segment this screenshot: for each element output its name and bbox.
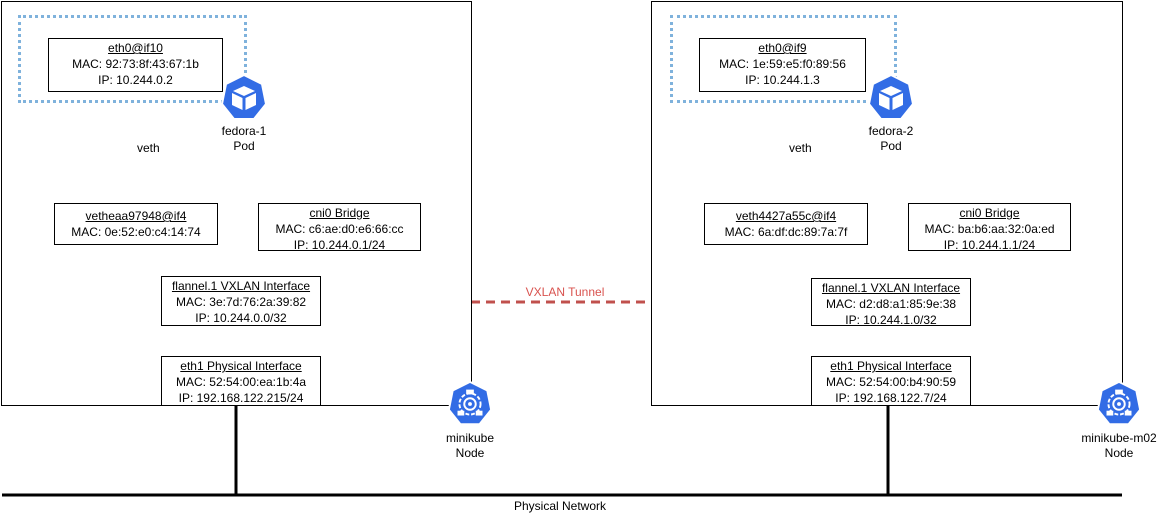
- iface-mac: MAC: 52:54:00:ea:1b:4a: [175, 375, 307, 389]
- iface-ip: IP: 10.244.1.3: [745, 73, 820, 87]
- veth-box-2[interactable]: veth4427a55c@if4 MAC: 6a:df:dc:89:7a:7f: [704, 203, 868, 245]
- veth-box-1[interactable]: vetheaa97948@if4 MAC: 0e:52:e0:c4:14:74: [54, 203, 218, 245]
- node-kind: Node: [455, 446, 485, 460]
- iface-title: flannel.1 VXLAN Interface: [821, 281, 961, 295]
- cni0-bridge-box-2[interactable]: cni0 Bridge MAC: ba:b6:aa:32:0a:ed IP: 1…: [908, 203, 1071, 252]
- pod-name: fedora-2: [868, 124, 914, 138]
- pod-icon-1: [220, 73, 268, 120]
- iface-ip: IP: 10.244.0.1/24: [293, 238, 386, 252]
- cni0-bridge-box-1[interactable]: cni0 Bridge MAC: c6:ae:d0:e6:66:cc IP: 1…: [258, 203, 421, 252]
- node-name: minikube-m02: [1081, 431, 1157, 445]
- veth-label-2: veth: [789, 141, 812, 155]
- iface-title: eth1 Physical Interface: [830, 359, 952, 373]
- iface-mac: MAC: 52:54:00:b4:90:59: [825, 375, 957, 389]
- iface-mac: MAC: 0e:52:e0:c4:14:74: [71, 225, 201, 239]
- flannel-box-2[interactable]: flannel.1 VXLAN Interface MAC: d2:d8:a1:…: [811, 278, 971, 327]
- pod-eth0-box-2[interactable]: eth0@if9 MAC: 1e:59:e5:f0:89:56 IP: 10.2…: [699, 38, 866, 92]
- iface-title: flannel.1 VXLAN Interface: [171, 279, 311, 293]
- iface-mac: MAC: 6a:df:dc:89:7a:7f: [724, 225, 848, 239]
- iface-ip: IP: 10.244.1.0/32: [845, 313, 937, 327]
- iface-ip: IP: 192.168.122.7/24: [835, 391, 947, 405]
- pod-label-1: fedora-1 Pod: [214, 124, 274, 154]
- eth1-box-1[interactable]: eth1 Physical Interface MAC: 52:54:00:ea…: [161, 356, 321, 406]
- iface-mac: MAC: 1e:59:e5:f0:89:56: [719, 57, 846, 71]
- pod-kind: Pod: [880, 139, 902, 153]
- pod-kind: Pod: [233, 139, 255, 153]
- iface-mac: MAC: c6:ae:d0:e6:66:cc: [275, 222, 404, 236]
- node-icon-1: [447, 380, 493, 426]
- pod-border-fedora-2: [670, 15, 897, 103]
- pod-icon-2: [867, 73, 915, 120]
- iface-title: veth4427a55c@if4: [735, 209, 837, 223]
- iface-title: cni0 Bridge: [309, 206, 370, 220]
- iface-title: cni0 Bridge: [959, 206, 1020, 220]
- iface-mac: MAC: 3e:7d:76:2a:39:82: [175, 295, 307, 309]
- vxlan-tunnel-label: VXLAN Tunnel: [525, 285, 605, 299]
- iface-mac: MAC: ba:b6:aa:32:0a:ed: [924, 222, 1055, 236]
- node-name: minikube: [445, 431, 495, 445]
- pod-name: fedora-1: [221, 124, 267, 138]
- iface-mac: MAC: d2:d8:a1:85:9e:38: [825, 297, 957, 311]
- node-label-2: minikube-m02 Node: [1074, 431, 1164, 461]
- physical-network-label: Physical Network: [513, 499, 607, 513]
- iface-title: eth1 Physical Interface: [180, 359, 302, 373]
- pod-eth0-box-1[interactable]: eth0@if10 MAC: 92:73:8f:43:67:1b IP: 10.…: [48, 38, 223, 92]
- node-kind: Node: [1104, 446, 1134, 460]
- node-icon-2: [1096, 380, 1142, 426]
- iface-ip: IP: 192.168.122.215/24: [178, 391, 304, 405]
- eth1-box-2[interactable]: eth1 Physical Interface MAC: 52:54:00:b4…: [811, 356, 971, 406]
- iface-title: eth0@if10: [108, 41, 163, 55]
- iface-ip: IP: 10.244.0.0/32: [195, 311, 287, 325]
- pod-label-2: fedora-2 Pod: [861, 124, 921, 154]
- pod-border-fedora-1: [18, 15, 247, 103]
- iface-ip: IP: 10.244.1.1/24: [943, 238, 1036, 252]
- iface-title: eth0@if9: [758, 41, 807, 55]
- veth-label-1: veth: [137, 141, 160, 155]
- flannel-box-1[interactable]: flannel.1 VXLAN Interface MAC: 3e:7d:76:…: [161, 276, 321, 326]
- node-label-1: minikube Node: [430, 431, 510, 461]
- iface-mac: MAC: 92:73:8f:43:67:1b: [72, 57, 199, 71]
- iface-ip: IP: 10.244.0.2: [98, 73, 173, 87]
- iface-title: vetheaa97948@if4: [85, 209, 187, 223]
